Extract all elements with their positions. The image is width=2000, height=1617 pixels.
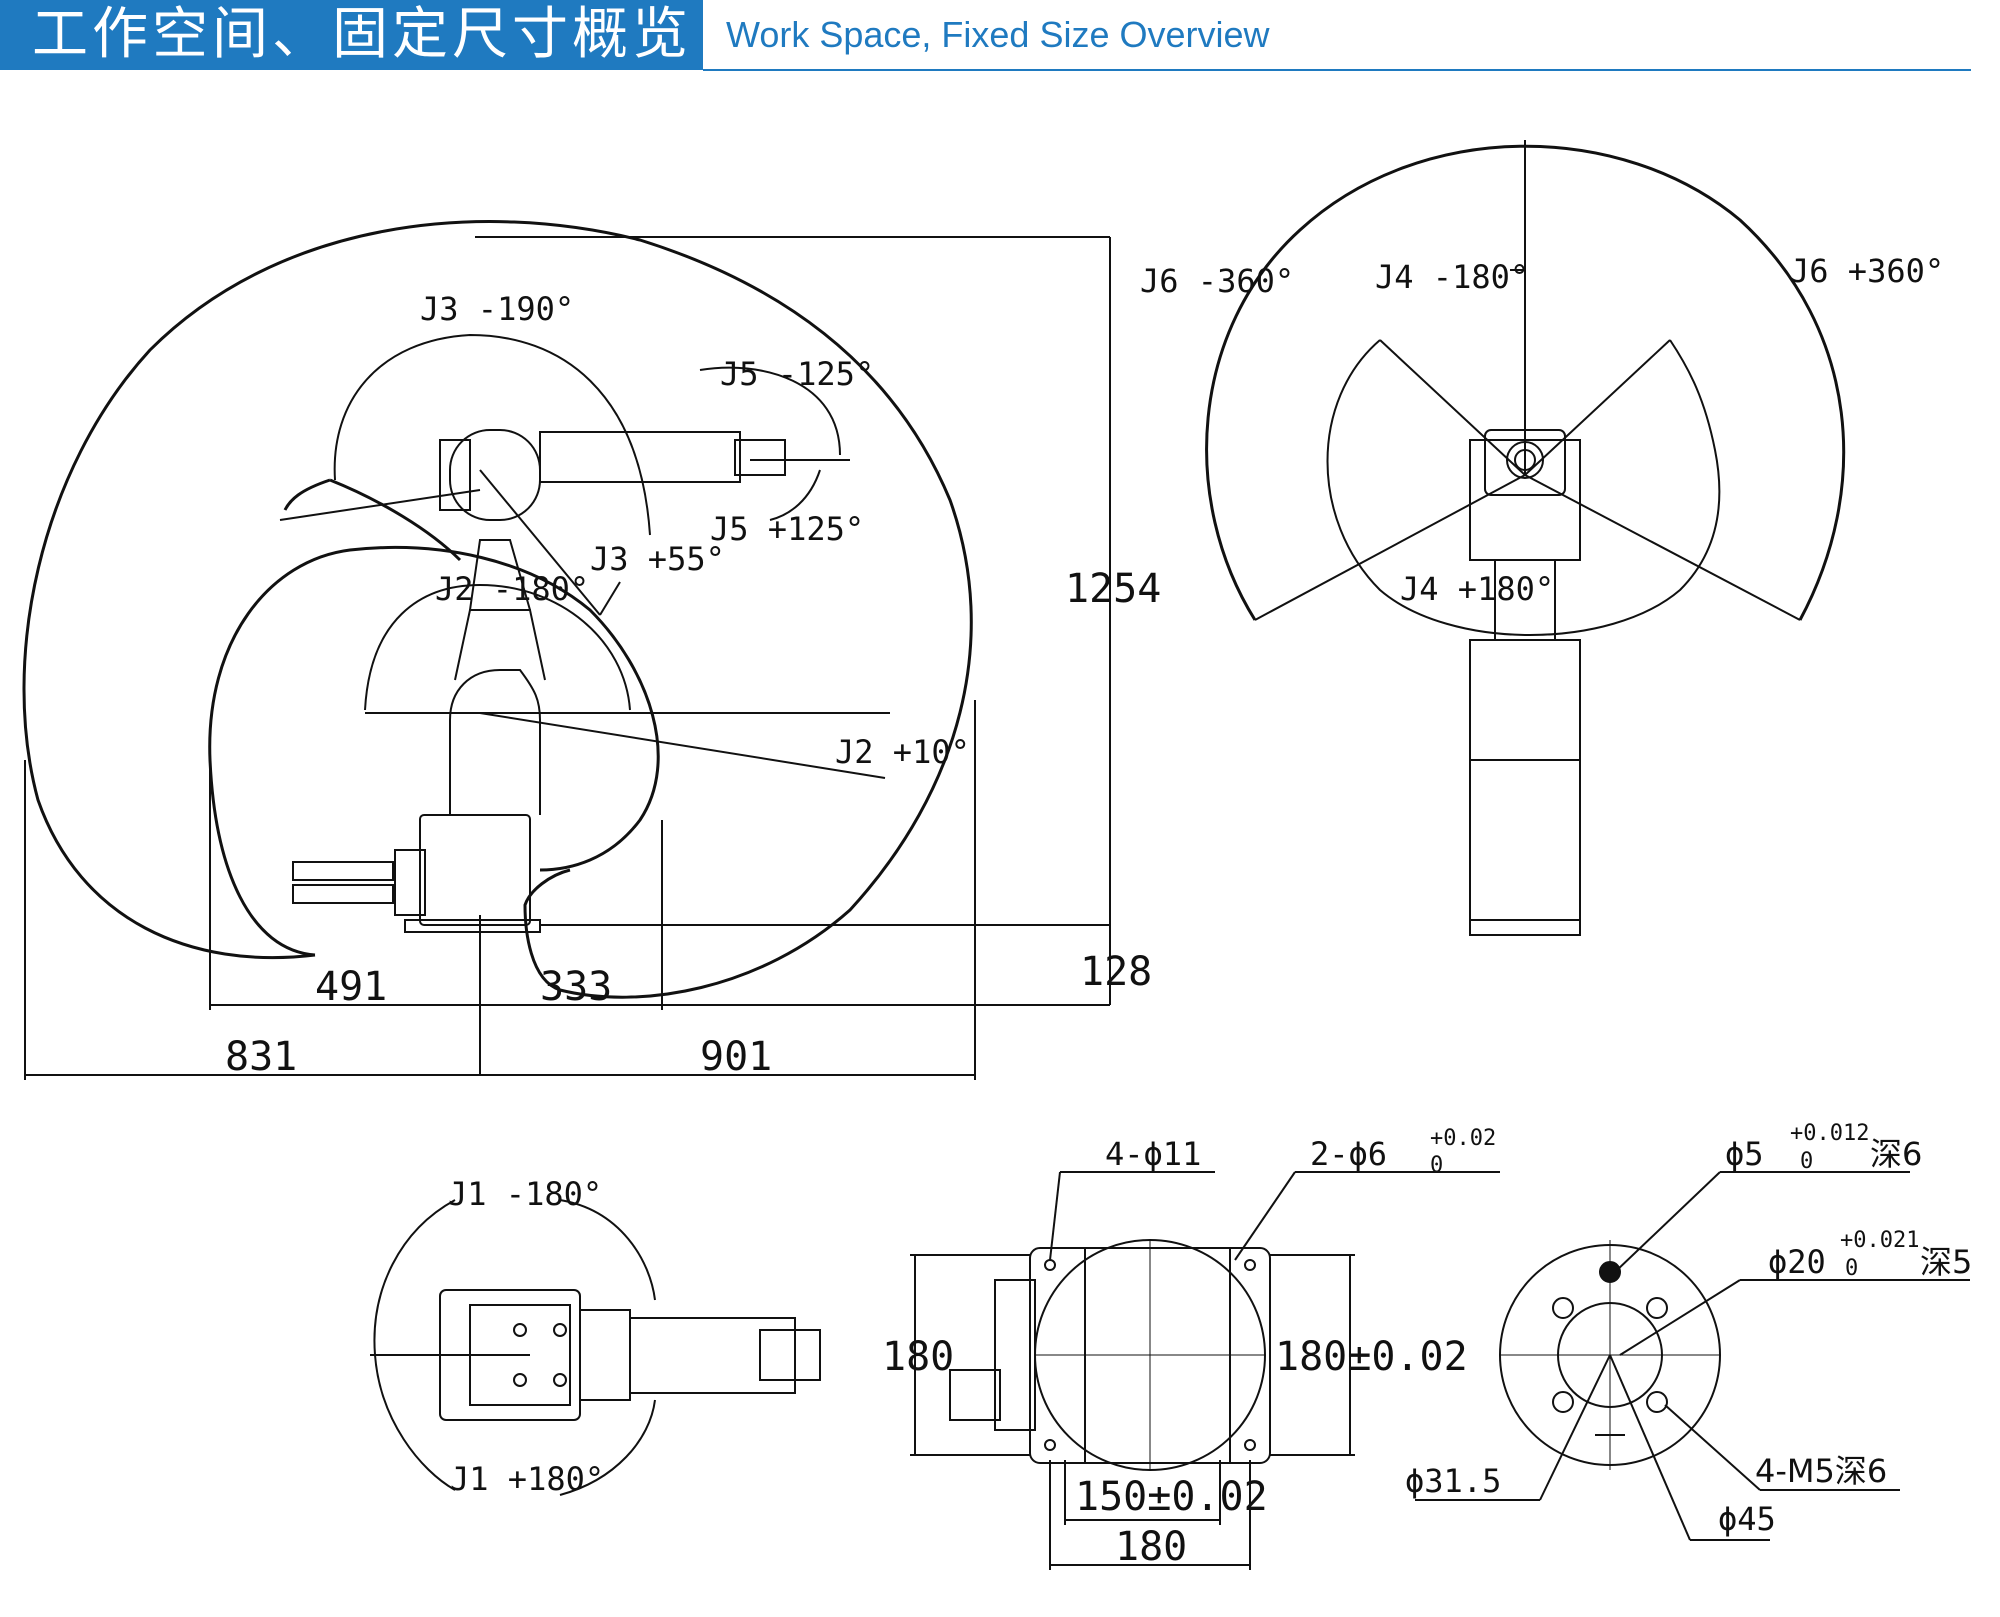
dim-491: 491 — [315, 964, 387, 1010]
dim-base-width: 180 — [1115, 1524, 1187, 1570]
label-flange-pin-depth: 深6 — [1870, 1135, 1922, 1173]
j1-arc — [373, 1199, 656, 1491]
label-j1-neg: J1 -180° — [448, 1175, 602, 1213]
side-workspace-inner — [208, 546, 660, 957]
label-j6-pos: J6 +360° — [1790, 252, 1944, 290]
label-j6-neg: J6 -360° — [1140, 262, 1294, 300]
dim-831: 831 — [225, 1034, 297, 1080]
j4-arc — [1326, 339, 1721, 636]
side-workspace-inner-lip — [329, 478, 462, 562]
label-j1-pos: J1 +180° — [450, 1460, 604, 1498]
label-base-pins-tol-upper: +0.02 — [1430, 1126, 1496, 1151]
label-flange-pin-tol-lower: 0 — [1800, 1149, 1813, 1174]
label-j4-neg: J4 -180° — [1375, 258, 1529, 296]
label-flange-outer: ϕ45 — [1718, 1500, 1776, 1538]
label-flange-pin-tol-upper: +0.012 — [1790, 1121, 1869, 1146]
header-bar: 工作空间、固定尺寸概览 — [0, 0, 703, 70]
dim-base-pitch: 150±0.02 — [1075, 1474, 1268, 1520]
label-base-pins-tol-lower: 0 — [1430, 1153, 1443, 1178]
label-flange-bore-depth: 深5 — [1920, 1243, 1972, 1281]
side-workspace-outer — [22, 220, 973, 999]
label-flange-pin-hole: ϕ5 — [1725, 1135, 1764, 1173]
label-base-pins: 2-ϕ6 — [1310, 1135, 1387, 1173]
label-j4-pos: J4 +180° — [1400, 570, 1554, 608]
header-title-cn: 工作空间、固定尺寸概览 — [32, 2, 692, 67]
dim-333: 333 — [540, 964, 612, 1010]
dim-base-height-tol: 180±0.02 — [1275, 1334, 1468, 1380]
header-rule — [703, 69, 1971, 71]
label-j3-pos: J3 +55° — [590, 540, 725, 578]
j6-arc — [1205, 144, 1846, 621]
j2-arc — [364, 583, 631, 711]
dim-901: 901 — [700, 1034, 772, 1080]
label-j2-pos: J2 +10° — [835, 733, 970, 771]
j5-arc — [699, 366, 841, 521]
flange — [1415, 1171, 1970, 1541]
label-base-holes: 4-ϕ11 — [1105, 1135, 1201, 1173]
end-view — [1205, 140, 1846, 936]
label-flange-thread: 4-M5深6 — [1755, 1452, 1887, 1490]
label-flange-bore: ϕ20 — [1768, 1243, 1826, 1281]
label-flange-bore-tol-upper: +0.021 — [1840, 1228, 1919, 1253]
dim-base-height-180: 180 — [882, 1334, 954, 1380]
base-plate — [910, 1171, 1500, 1570]
dim-base-height: 128 — [1080, 949, 1152, 995]
label-flange-pcd: ϕ31.5 — [1405, 1462, 1501, 1500]
label-flange-bore-tol-lower: 0 — [1845, 1256, 1858, 1281]
label-j3-neg: J3 -190° — [420, 290, 574, 328]
side-view — [22, 220, 1111, 1080]
label-j2-neg: J2 -180° — [435, 570, 589, 608]
label-j5-pos: J5 +125° — [710, 510, 864, 548]
dim-height: 1254 — [1065, 566, 1161, 612]
top-view — [370, 1199, 821, 1496]
header-title-en: Work Space, Fixed Size Overview — [726, 14, 1270, 55]
label-j5-neg: J5 -125° — [720, 355, 874, 393]
